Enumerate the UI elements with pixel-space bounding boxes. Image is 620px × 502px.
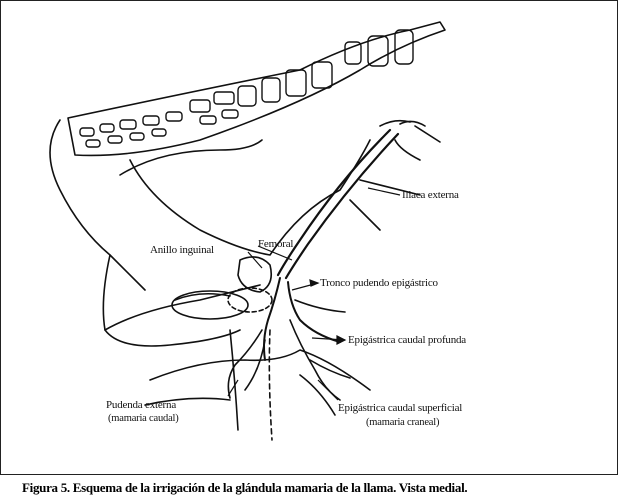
anatomical-sketch [0,0,620,475]
label-epigastrica-caudal-profunda: Epigástrica caudal profunda [348,334,466,346]
figure-caption: Figura 5. Esquema de la irrigación de la… [22,480,620,496]
label-pudenda-externa: Pudenda externa [106,399,176,411]
label-tronco-pudendo-epigastrico: Tronco pudendo epigástrico [320,277,438,289]
pelvis-outline [130,140,370,255]
label-femoral: Femoral [258,238,293,250]
femur-outline [230,330,238,430]
label-anillo-inguinal: Anillo inguinal [150,244,214,256]
vertebrae [80,30,413,147]
label-epigastrica-caudal-superficial-sub: (mamaria craneal) [366,417,439,429]
external-iliac-artery [278,130,390,275]
label-epigastrica-caudal-superficial: Epigástrica caudal superficial [338,402,462,414]
label-iliaca-externa: Iliaca externa [402,189,459,201]
femoral-artery [264,278,280,360]
label-pudenda-externa-sub: (mamaria caudal) [108,413,179,425]
